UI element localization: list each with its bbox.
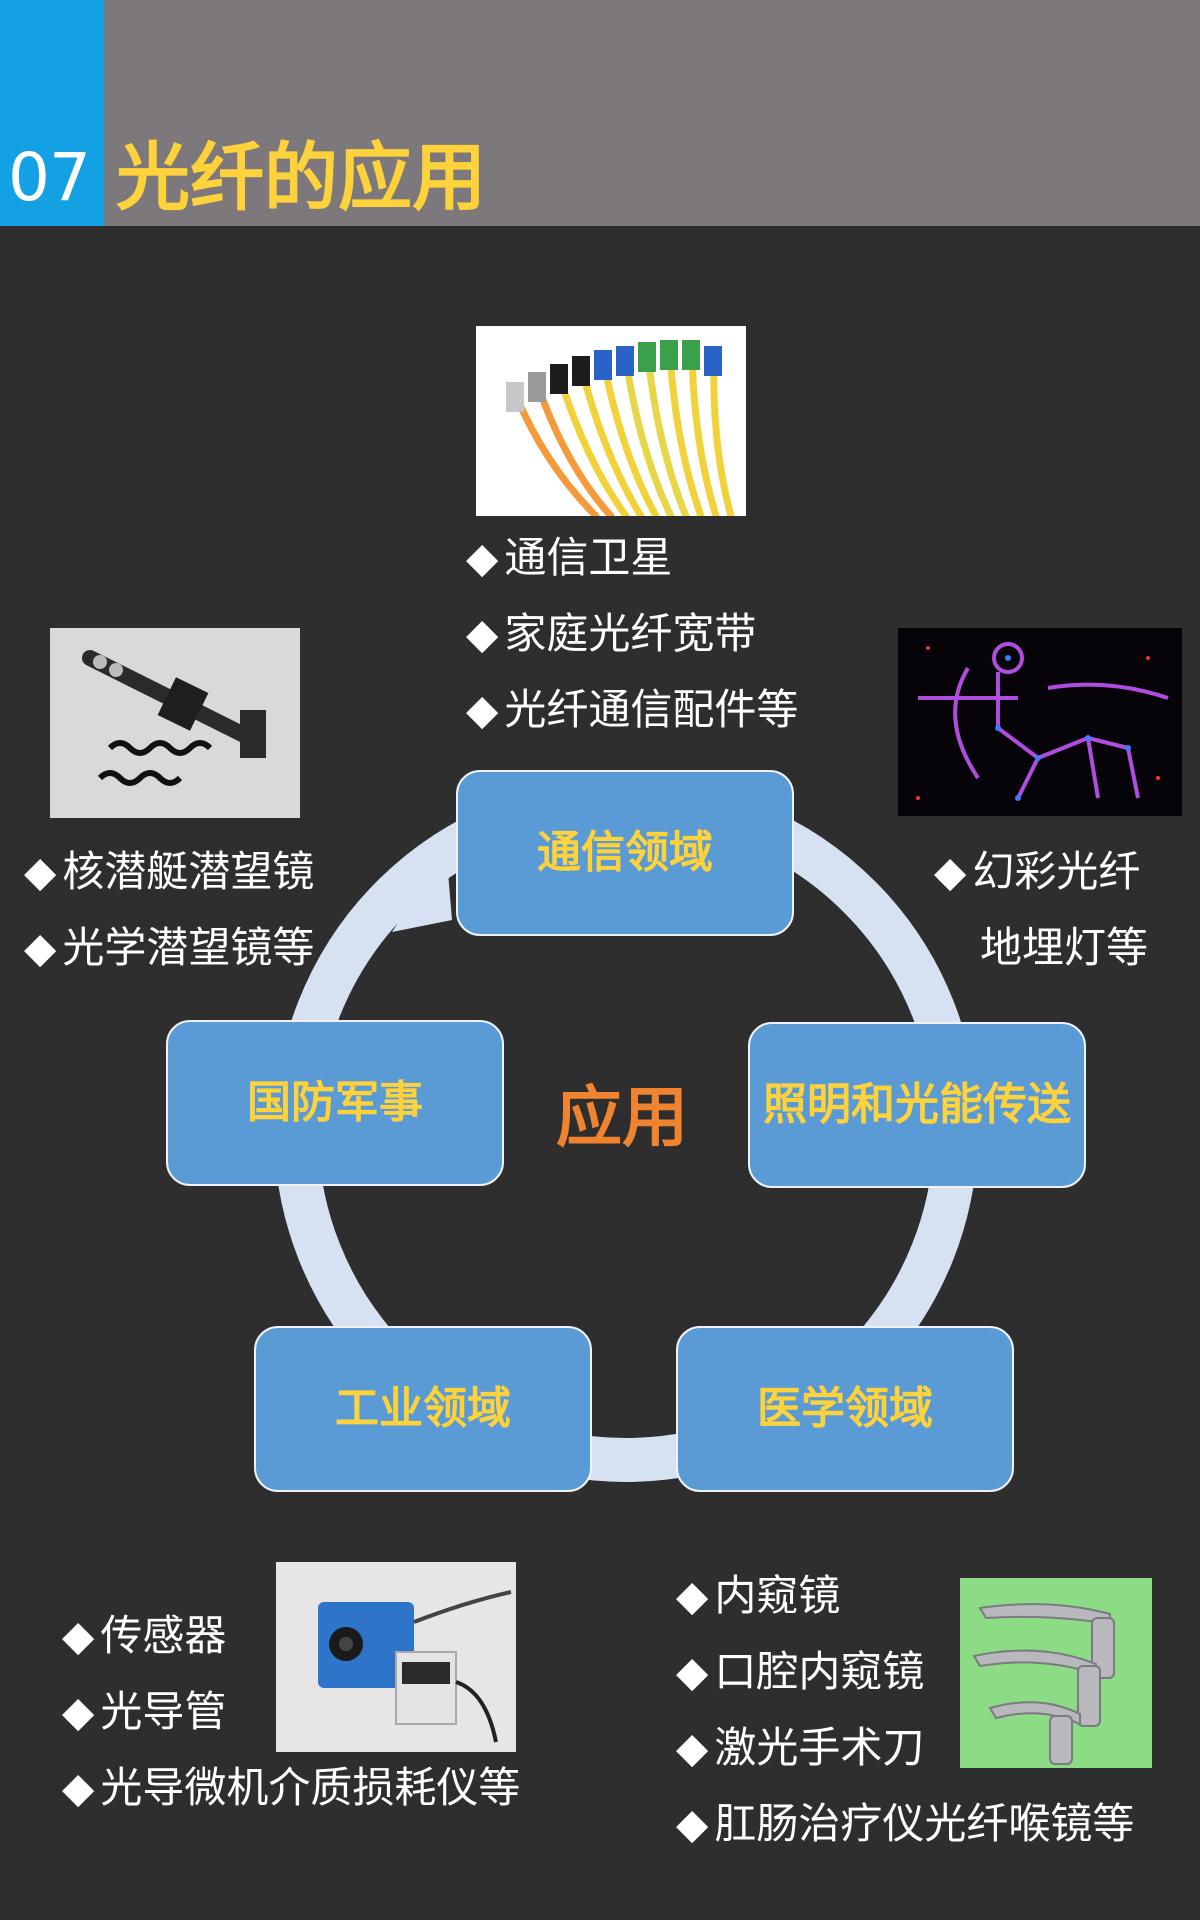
bullet-item: ◆光纤通信配件等: [466, 685, 799, 734]
node-communication: 通信领域: [456, 770, 794, 936]
diamond-bullet-icon: ◆: [62, 1687, 95, 1736]
diamond-bullet-icon: ◆: [466, 533, 499, 582]
diamond-bullet-icon: ◆: [676, 1647, 709, 1696]
bullet-item: ◆内窥镜: [676, 1571, 841, 1620]
diamond-bullet-icon: ◆: [24, 923, 57, 972]
diamond-bullet-icon: ◆: [24, 847, 57, 896]
diamond-bullet-icon: ◆: [62, 1763, 95, 1812]
bullet-item: ◆通信卫星: [466, 533, 673, 582]
diamond-bullet-icon: ◆: [466, 609, 499, 658]
bullet-item: ◆肛肠治疗仪光纤喉镜等: [676, 1799, 1135, 1848]
medical-bullets: ◆内窥镜 ◆口腔内窥镜 ◆激光手术刀 ◆肛肠治疗仪光纤喉镜等: [676, 1558, 1134, 1862]
center-label: 应用: [556, 1079, 688, 1156]
bullet-item: ◆家庭光纤宽带: [466, 609, 757, 658]
bullet-item: ◆光导管: [62, 1687, 227, 1736]
photoelectric-sensor-photo: [276, 1562, 516, 1752]
node-industrial: 工业领域: [254, 1326, 592, 1492]
bullet-item: ◆传感器: [62, 1611, 227, 1660]
diamond-bullet-icon: ◆: [676, 1723, 709, 1772]
bullet-item: ◆核潜艇潜望镜: [24, 847, 315, 896]
diamond-bullet-icon: ◆: [934, 847, 967, 896]
lighting-bullets: ◆幻彩光纤 地埋灯等: [934, 834, 1148, 986]
diamond-bullet-icon: ◆: [676, 1799, 709, 1848]
diamond-bullet-icon: ◆: [676, 1571, 709, 1620]
page-title: 光纤的应用: [116, 135, 486, 221]
laryngoscope-illustration: [972, 1603, 1115, 1765]
diamond-bullet-icon: ◆: [62, 1611, 95, 1660]
industrial-bullets: ◆传感器 ◆光导管 ◆光导微机介质损耗仪等: [62, 1598, 520, 1826]
section-number-badge: 07: [0, 0, 104, 226]
bullet-item: ◆幻彩光纤: [934, 847, 1141, 896]
bullet-item: ◆激光手术刀: [676, 1723, 925, 1772]
sagittarius-illustration: [916, 642, 1169, 801]
periscope-photo: [50, 628, 300, 818]
periscope-illustration: [82, 650, 266, 786]
fiber-patch-cords-photo: [476, 326, 746, 516]
bullet-item: ◆光学潜望镜等: [24, 923, 315, 972]
node-lighting: 照明和光能传送: [748, 1022, 1086, 1188]
node-defense: 国防军事: [166, 1020, 504, 1186]
bullet-item: 地埋灯等: [980, 923, 1149, 972]
diamond-bullet-icon: ◆: [466, 685, 499, 734]
bullet-item: ◆光导微机介质损耗仪等: [62, 1763, 521, 1812]
fiber-cables-illustration: [506, 340, 735, 516]
node-medical: 医学领域: [676, 1326, 1014, 1492]
section-number: 07: [8, 139, 91, 216]
cycle-arrowhead: [392, 848, 452, 932]
sensor-illustration: [318, 1590, 512, 1743]
communication-bullets: ◆通信卫星 ◆家庭光纤宽带 ◆光纤通信配件等: [466, 520, 798, 748]
laryngoscope-photo: [960, 1578, 1152, 1768]
fiber-light-sagittarius-photo: [898, 628, 1182, 816]
header-band: [0, 0, 1200, 226]
defense-bullets: ◆核潜艇潜望镜 ◆光学潜望镜等: [24, 834, 314, 986]
bullet-item: ◆口腔内窥镜: [676, 1647, 925, 1696]
